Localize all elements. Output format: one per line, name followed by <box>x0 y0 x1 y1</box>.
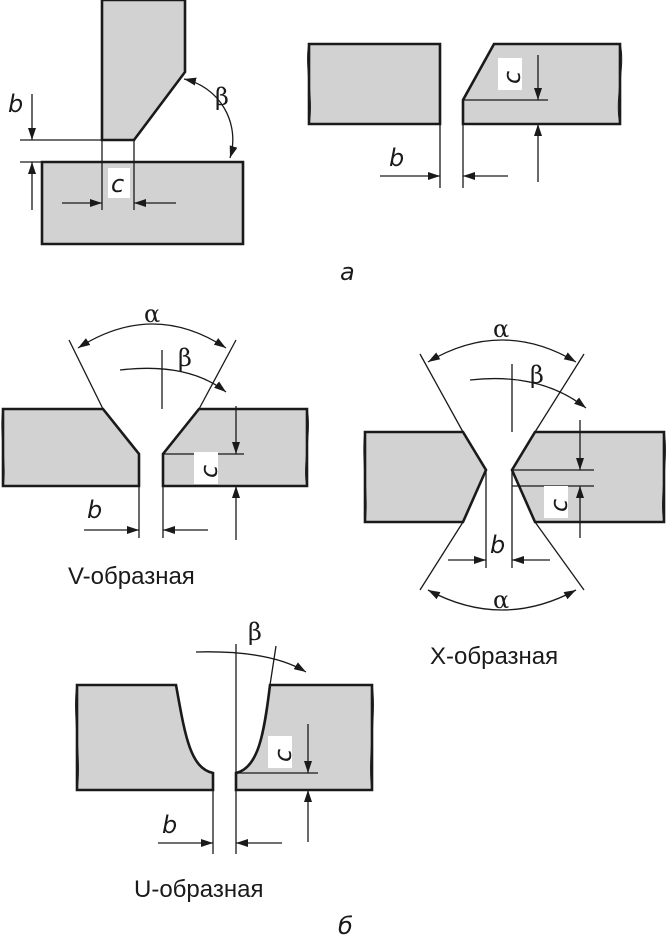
label-alpha: α <box>144 300 160 328</box>
caption-u-groove: U-образная <box>134 876 263 903</box>
label-b: b <box>389 144 404 172</box>
panel-a-right: c b <box>307 42 623 188</box>
angle-arc <box>427 589 577 611</box>
label-b: b <box>87 496 102 524</box>
label-c: c <box>195 465 223 478</box>
caption-v-groove: V-образная <box>68 563 195 590</box>
angle-arc <box>427 339 577 363</box>
label-c: c <box>498 71 526 84</box>
subfigure-b-caption: б <box>338 912 353 940</box>
panel-u-groove: β c b <box>75 618 374 854</box>
angle-arc <box>469 377 587 409</box>
angle-arc <box>195 651 307 673</box>
left-plate <box>75 683 215 792</box>
angle-line <box>419 353 464 433</box>
angle-line <box>68 339 104 410</box>
right-plate <box>161 407 309 488</box>
label-beta: β <box>530 361 544 389</box>
label-alpha: α <box>493 586 509 614</box>
angle-line <box>269 645 277 686</box>
angle-arc <box>77 323 227 349</box>
right-plate <box>461 42 622 126</box>
label-alpha: α <box>493 315 509 343</box>
angle-line <box>534 353 585 433</box>
label-beta: β <box>178 344 192 372</box>
label-c: c <box>269 749 297 762</box>
angle-line <box>198 339 237 410</box>
panel-v-groove: α β c b <box>1 300 309 540</box>
left-plate <box>1 407 141 488</box>
panel-a-left: b c β <box>8 0 245 246</box>
right-plate <box>510 430 666 524</box>
angle-line <box>419 521 464 591</box>
break-line <box>305 408 309 487</box>
break-line <box>617 43 623 125</box>
panel-x-groove: α β c b α <box>363 315 666 614</box>
subfigure-a-caption: а <box>340 258 355 286</box>
break-line <box>363 431 367 523</box>
break-line <box>370 684 374 791</box>
angle-arc <box>183 77 238 159</box>
break-line <box>75 684 79 791</box>
left-plate <box>307 42 442 126</box>
label-beta: β <box>248 618 262 646</box>
caption-x-groove: X-образная <box>430 643 558 670</box>
break-line <box>307 43 311 125</box>
label-b: b <box>162 811 177 839</box>
break-line <box>1 408 5 487</box>
left-plate <box>363 430 488 524</box>
label-beta: β <box>215 83 229 111</box>
right-plate <box>234 683 374 792</box>
angle-line <box>534 521 585 591</box>
beveled-plate <box>100 0 187 142</box>
label-b: b <box>490 531 505 559</box>
label-c: c <box>545 499 573 512</box>
label-c: c <box>111 170 124 198</box>
label-b: b <box>8 90 23 118</box>
angle-arc <box>119 367 227 393</box>
break-line <box>662 431 666 523</box>
